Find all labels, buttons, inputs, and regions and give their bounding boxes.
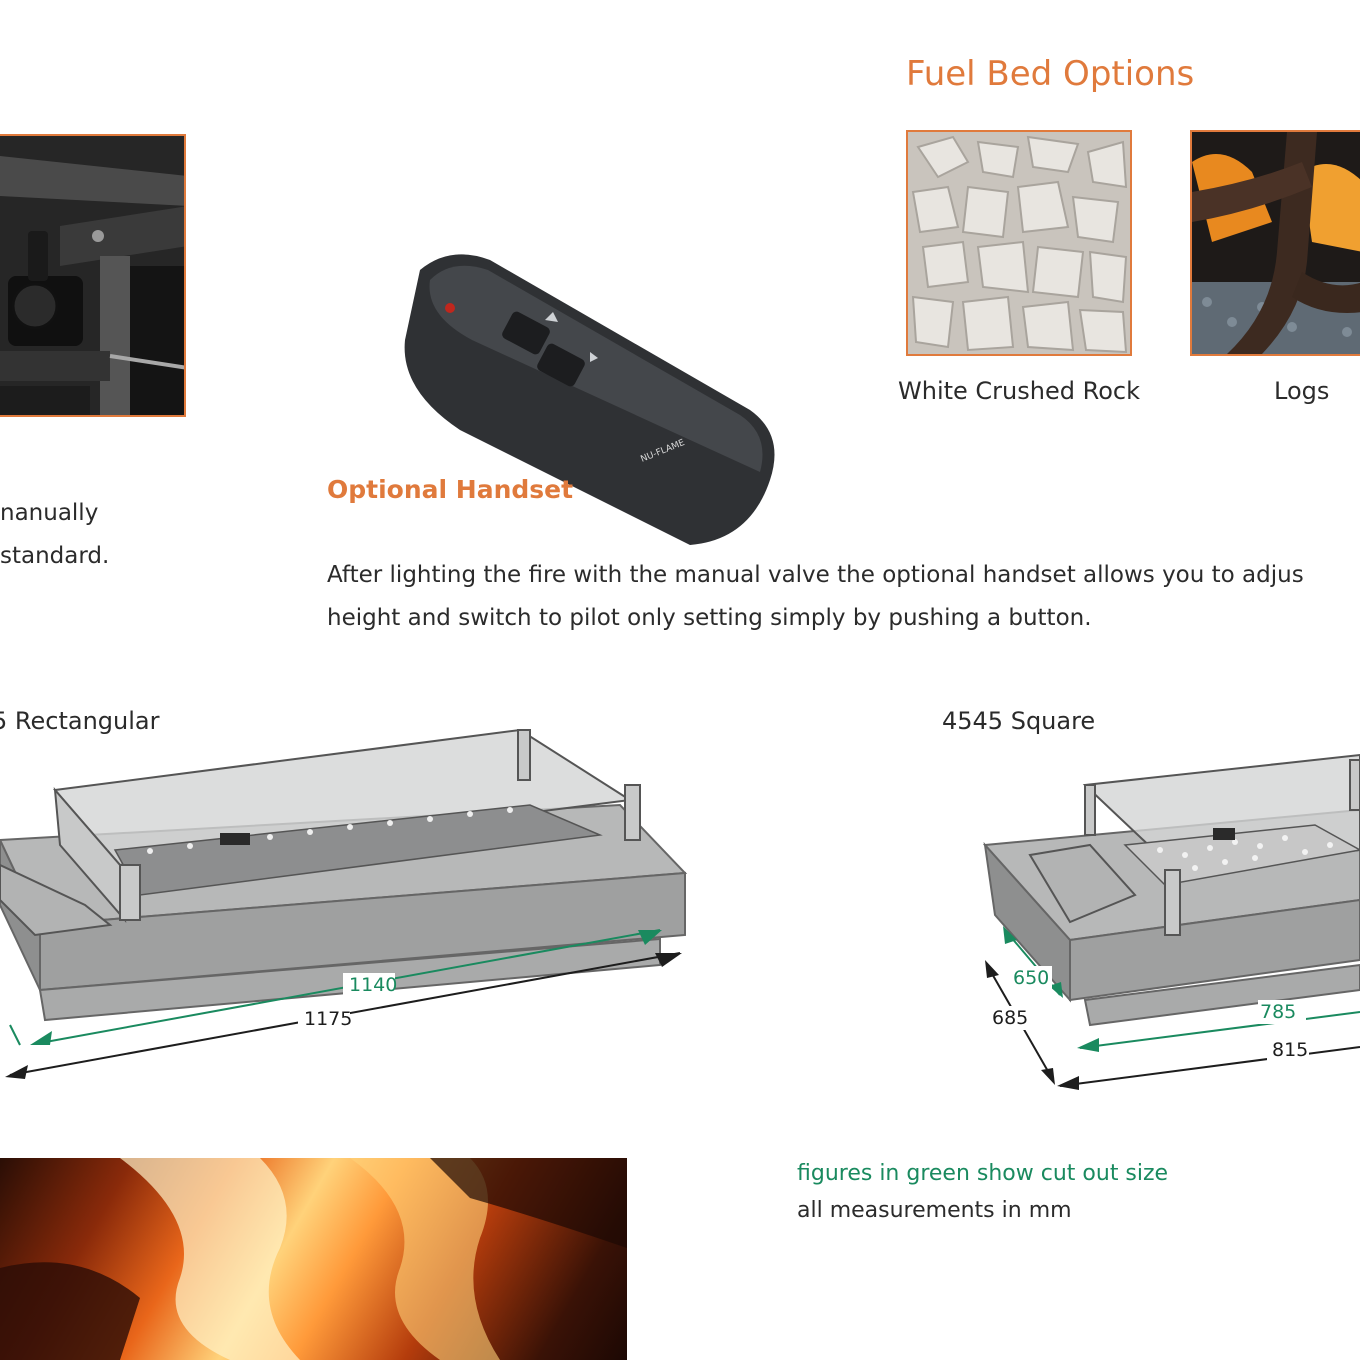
fire-photo <box>0 1158 627 1360</box>
valve-illustration <box>0 136 184 415</box>
valve-text: nanually standard. <box>0 492 109 578</box>
handset-description-line2: height and switch to pilot only setting … <box>327 605 1092 631</box>
logs-image <box>1190 130 1360 356</box>
fuel-bed-title: Fuel Bed Options <box>906 54 1195 94</box>
rect-dim-outer: 1175 <box>304 1008 352 1030</box>
rect-burner-diagram: 1140 1175 <box>0 728 688 1079</box>
flame-overlay <box>0 1158 627 1360</box>
remote-control <box>404 254 775 545</box>
square-dim-cut-depth: 650 <box>1013 967 1049 989</box>
handset-image: NU-FLAME <box>404 254 775 545</box>
valve-text-line1: nanually <box>0 500 99 526</box>
square-dim-outer-depth: 685 <box>992 1007 1028 1029</box>
square-dim-cut-width: 785 <box>1260 1001 1296 1023</box>
handset-label: Optional Handset <box>327 475 574 504</box>
handset-description-line1: After lighting the fire with the manual … <box>327 562 1304 588</box>
valve-photo <box>0 134 186 417</box>
logs-label: Logs <box>1274 377 1330 405</box>
white-crushed-rock-label: White Crushed Rock <box>898 377 1140 405</box>
square-burner-diagram: 785 815 650 685 <box>982 753 1360 1090</box>
rect-diagram-title: 5 Rectangular <box>0 707 160 735</box>
valve-text-line2: standard. <box>0 543 110 569</box>
square-dim-outer-width: 815 <box>1272 1039 1308 1061</box>
white-crushed-rock-image <box>906 130 1132 356</box>
logs-texture <box>1192 132 1360 354</box>
square-diagram-title: 4545 Square <box>942 707 1096 735</box>
rock-texture <box>908 132 1130 354</box>
rect-dim-cut: 1140 <box>349 974 397 996</box>
legend-green-note: figures in green show cut out size <box>797 1161 1169 1186</box>
legend-note: all measurements in mm <box>797 1198 1072 1223</box>
handset-description: After lighting the fire with the manual … <box>327 554 1360 640</box>
